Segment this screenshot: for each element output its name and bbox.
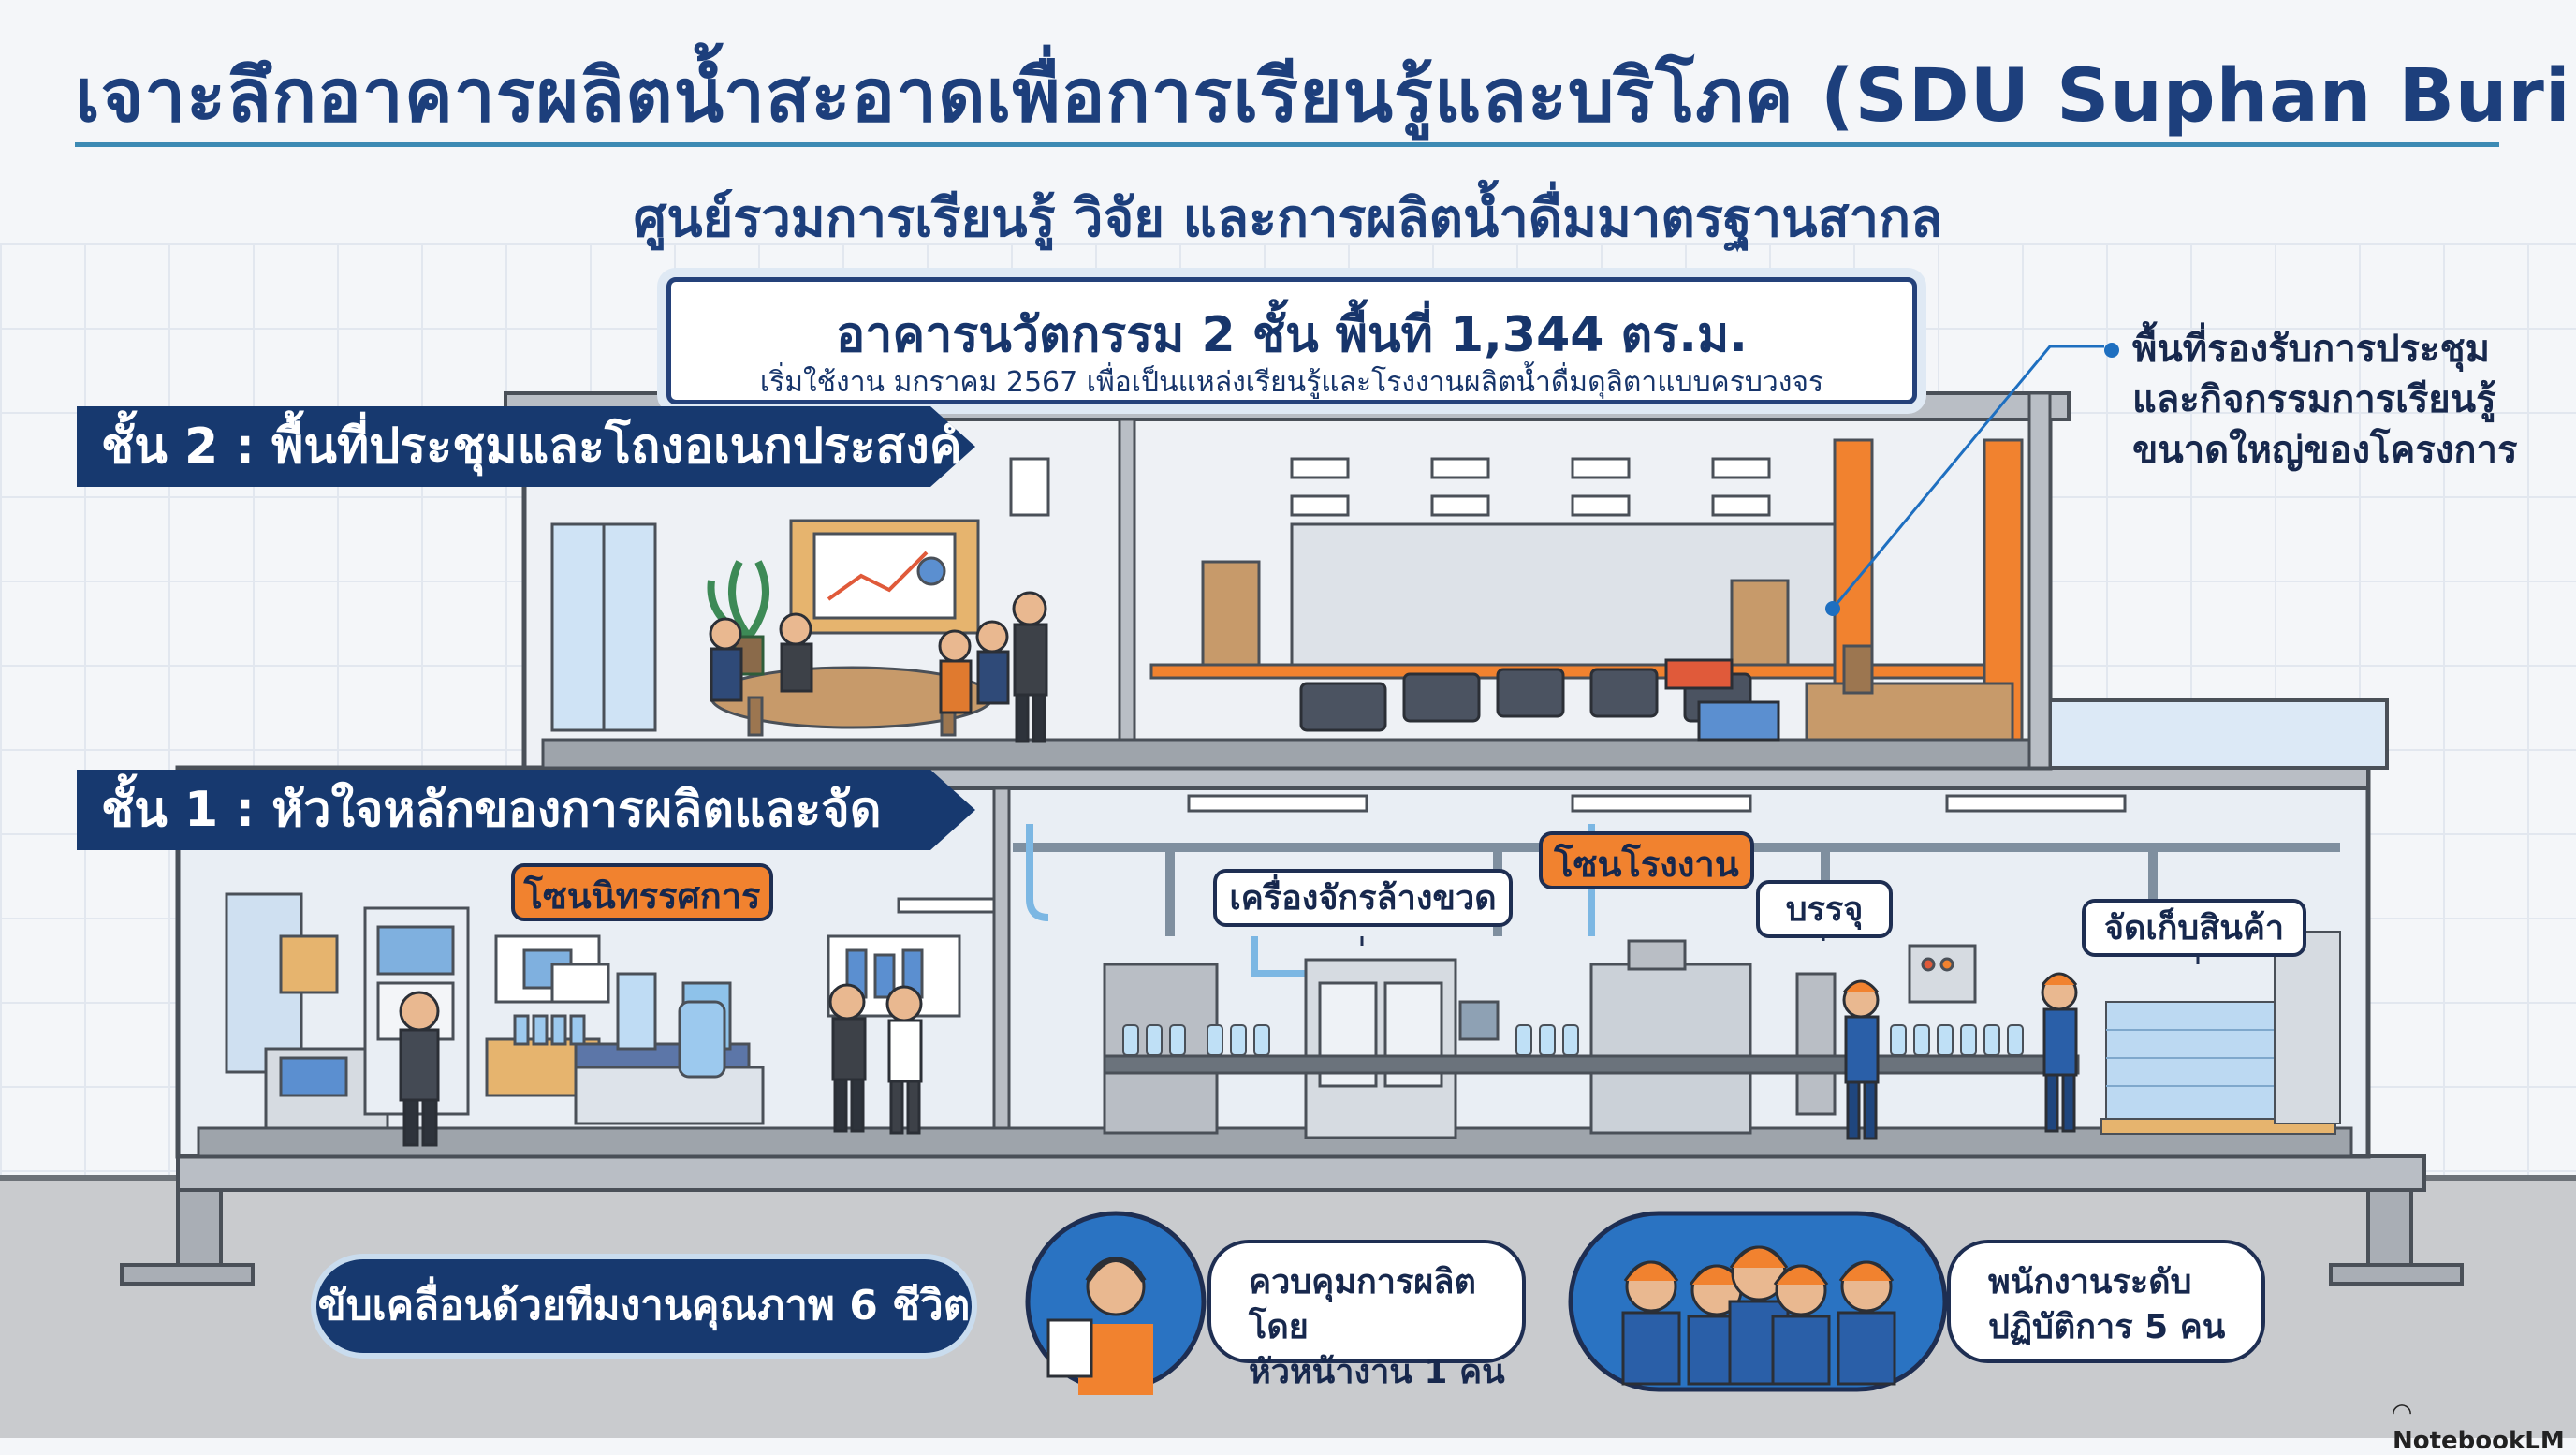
exhibition-visitor (399, 991, 440, 1147)
headset-icon (1085, 1257, 1147, 1283)
title-divider (75, 142, 2499, 147)
floor1-label: ชั้น 1 : หัวใจหลักของการผลิตและจัดแสดง (77, 770, 975, 850)
annotation-line-2: และกิจกรรมการเรียนรู้ (2132, 378, 2496, 421)
team-banner: ขับเคลื่อนด้วยทีมงานคุณภาพ 6 ชีวิต (316, 1259, 972, 1353)
operators-line-2: ปฏิบัติการ 5 คน (1988, 1308, 2226, 1346)
hall-annotation: พื้นที่รองรับการประชุม และกิจกรรมการเรีย… (2132, 324, 2517, 476)
conveyor-belt (1103, 1054, 2080, 1075)
floor2-label: ชั้น 2 : พื้นที่ประชุมและโถงอเนกประสงค์ (77, 406, 975, 487)
building-detail: เริ่มใช้งาน มกราคม 2567 เพื่อเป็นแหล่งเร… (759, 366, 1824, 399)
building-info-panel: อาคารนวัตกรรม 2 ชั้น พื้นที่ 1,344 ตร.ม.… (666, 277, 1917, 404)
pillar-left (176, 1188, 223, 1267)
callout-storage: จัดเก็บสินค้า (2082, 899, 2306, 957)
exhibition-kiosk (225, 892, 470, 1130)
building-headline: อาคารนวัตกรรม 2 ชั้น พื้นที่ 1,344 ตร.ม. (835, 307, 1749, 363)
supervisor-line-2: หัวหน้างาน 1 คน (1249, 1353, 1505, 1391)
zone-tag-factory: โซนโรงงาน (1539, 831, 1754, 889)
operators-line-1: พนักงานระดับ (1988, 1263, 2192, 1301)
annotation-line-3: ขนาดใหญ่ของโครงการ (2132, 429, 2518, 472)
meeting-participants (709, 591, 1048, 743)
ceiling-light-meeting (1009, 457, 1050, 517)
zone-tag-exhibition: โซนนิทรรศการ (511, 863, 773, 921)
pillar-right (2366, 1188, 2413, 1267)
hall-ceiling-lights (1290, 457, 1771, 517)
filling-machine (1589, 939, 1837, 1135)
control-panel (1908, 944, 1977, 1004)
notebooklm-logo: ◠ NotebookLM (2393, 1399, 2576, 1455)
foundation-slab (176, 1154, 2426, 1192)
floor1-roof-terrace (2048, 698, 2389, 770)
hall-seating (1299, 658, 1780, 742)
operators-card: พนักงานระดับ ปฏิบัติการ 5 คน (1947, 1240, 2265, 1363)
pallet-storage (2100, 931, 2341, 1135)
page-title: เจาะลึกอาคารผลิตน้ำสะอาดเพื่อการเรียนรู้… (75, 54, 2576, 139)
page-subtitle: ศูนย์รวมการเรียนรู้ วิจัย และการผลิตน้ำด… (633, 188, 1943, 249)
callout-packaging: บรรจุ (1756, 880, 1893, 938)
hall-back-wall (1149, 522, 2014, 680)
exhibition-guides (828, 983, 923, 1135)
hall-stage-curtain (1805, 438, 2024, 742)
presentation-screen (789, 519, 980, 635)
annotation-leader-line (1831, 345, 2104, 610)
factory-workers (1842, 972, 2078, 1140)
notebooklm-icon: ◠ (2393, 1399, 2411, 1427)
callout-washing-machine: เครื่องจักรล้างขวด (1213, 869, 1513, 927)
annotation-line-1: พื้นที่รองรับการประชุม (2132, 328, 2491, 371)
supervisor-line-1: ควบคุมการผลิตโดย (1249, 1263, 1476, 1346)
bottle-row (1122, 1024, 2024, 1056)
supervisor-card: ควบคุมการผลิตโดย หัวหน้างาน 1 คน (1208, 1240, 1526, 1391)
brand-label: NotebookLM (2393, 1427, 2565, 1455)
meeting-room-window (550, 522, 657, 732)
operators-avatar-group (1568, 1211, 1948, 1392)
annotation-bullet (2104, 343, 2119, 358)
supervisor-avatar (1025, 1211, 1207, 1395)
water-lab-equipment (513, 1000, 726, 1079)
clipboard-icon (1046, 1318, 1093, 1378)
